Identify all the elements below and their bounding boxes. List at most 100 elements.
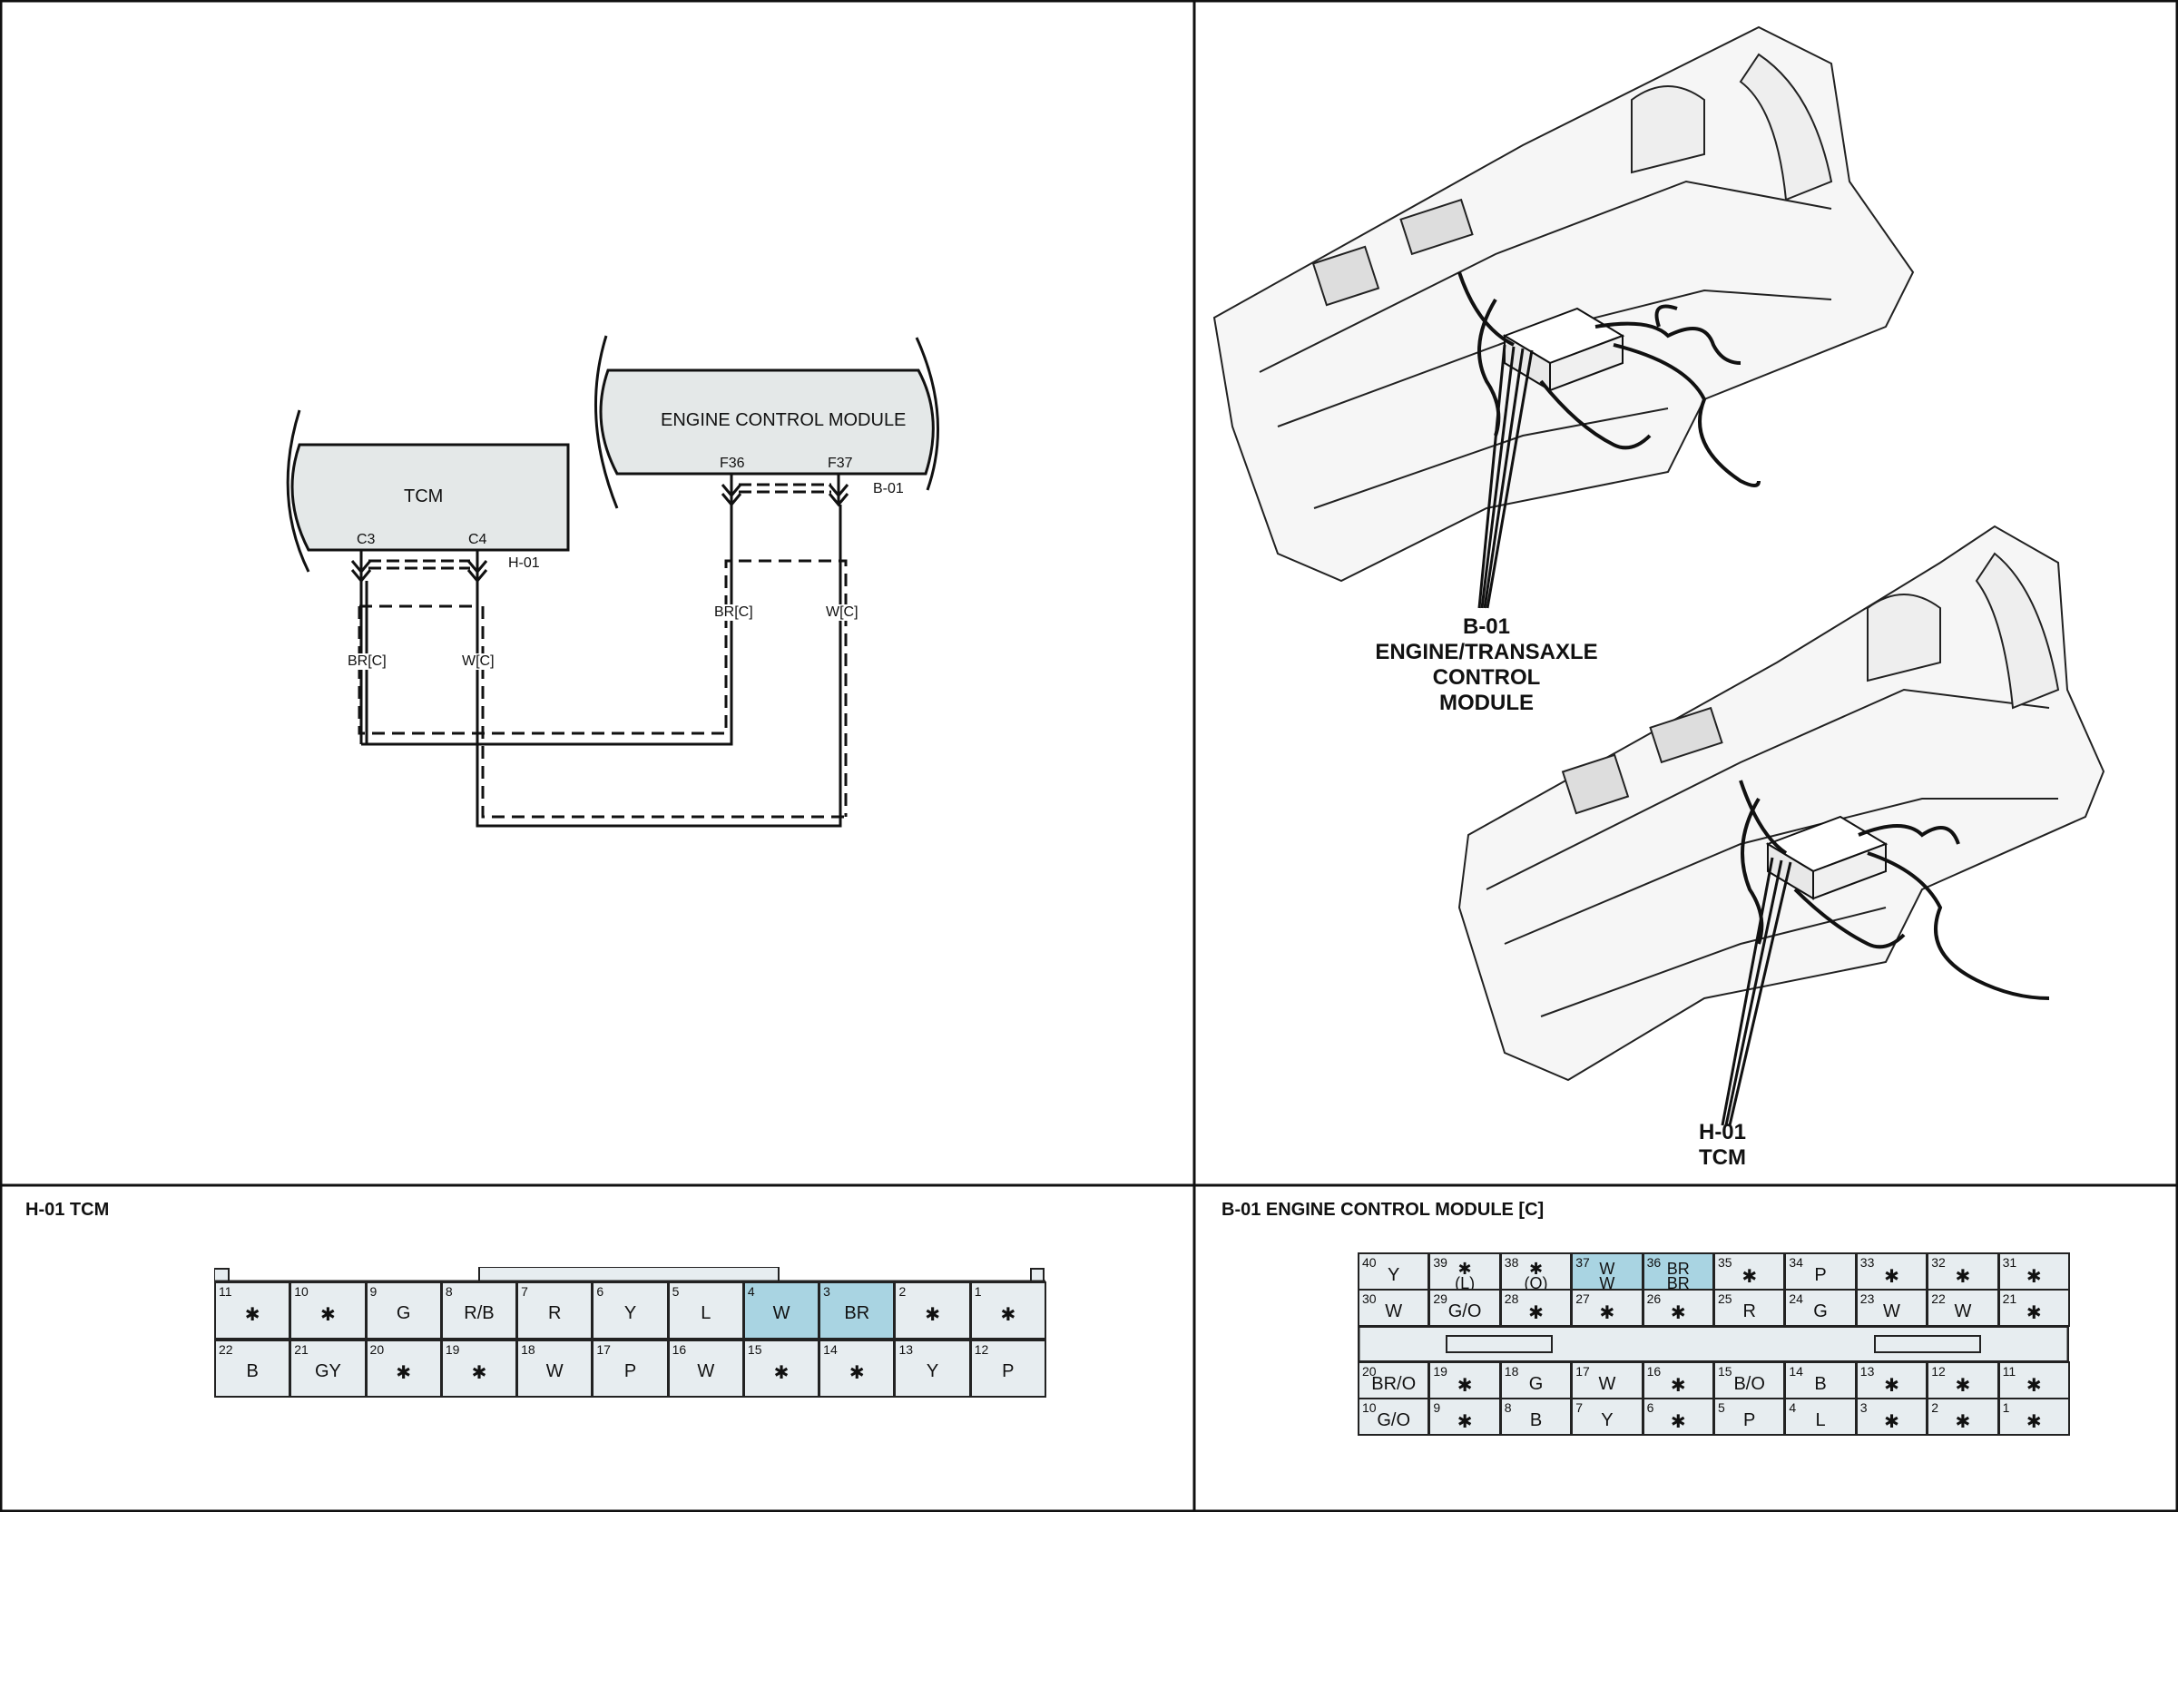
callout-b01: B-01 ENGINE/TRANSAXLE CONTROL MODULE: [1332, 614, 1641, 716]
pin-number: 15: [1718, 1364, 1732, 1379]
pin-number: 2: [1931, 1400, 1938, 1415]
pin-wire-color-secondary: (L): [1455, 1274, 1476, 1292]
connector-pin: 10✱: [289, 1281, 367, 1340]
pin-wire-color: BR: [844, 1303, 870, 1323]
pin-wire-color: ✱: [1528, 1260, 1544, 1278]
pin-wire-color: Y: [1601, 1410, 1614, 1430]
pin-wire-color: ✱: [1670, 1412, 1686, 1432]
pin-number: 9: [1433, 1400, 1441, 1415]
pin-wire-color: R/B: [464, 1303, 495, 1323]
pin-wire-color: G: [396, 1303, 411, 1323]
pin-number: 25: [1718, 1291, 1732, 1306]
pin-number: 18: [521, 1342, 535, 1357]
pin-wire-color: ✱: [320, 1305, 336, 1325]
connector-pin: 20✱: [365, 1340, 442, 1398]
pin-wire-color: ✱: [244, 1305, 260, 1325]
pin-wire-color: BR: [1666, 1260, 1690, 1278]
pin-wire-color: G/O: [1447, 1301, 1482, 1321]
pin-number: 11: [219, 1284, 232, 1299]
wire-label-w-left: W[C]: [462, 653, 495, 670]
pin-number: 39: [1433, 1255, 1447, 1270]
pin-number: 14: [823, 1342, 838, 1357]
wire-w: [476, 505, 842, 828]
pin-wire-color: ✱: [849, 1363, 865, 1383]
callout-b01-line-3: CONTROL: [1432, 665, 1541, 690]
connector-pin: 39 ✱(L): [1428, 1252, 1501, 1292]
pin-number: 29: [1433, 1291, 1447, 1306]
pin-number: 19: [1433, 1364, 1447, 1379]
pin-wire-color: Y: [1388, 1265, 1400, 1285]
callout-b01-line-1: B-01: [1462, 614, 1511, 639]
pin-wire-color: P: [1814, 1265, 1827, 1285]
pin-wire-color: ✱: [471, 1363, 487, 1383]
pin-number: 33: [1859, 1255, 1875, 1270]
ecm-pin-f36: F36: [720, 456, 745, 471]
pin-wire-color: ✱: [773, 1363, 790, 1383]
pin-number: 4: [1789, 1400, 1797, 1415]
pin-wire-color-secondary: W: [1599, 1274, 1615, 1292]
pin-wire-color: ✱: [2026, 1267, 2042, 1287]
pin-number: 16: [672, 1342, 687, 1357]
pin-wire-color: ✱: [1599, 1303, 1615, 1323]
pin-number: 1: [974, 1284, 982, 1299]
pin-number: 21: [294, 1342, 309, 1357]
pin-wire-color: ✱: [1955, 1412, 1971, 1432]
pin-number: 26: [1646, 1291, 1662, 1306]
pin-wire-color: P: [1002, 1361, 1015, 1381]
tcm-pin-c4: C4: [468, 532, 487, 547]
dashboard-upper: [1212, 25, 1915, 583]
pin-number: 5: [1718, 1400, 1725, 1415]
pin-wire-color: L: [701, 1303, 711, 1323]
ecm-connector-title: B-01 ENGINE CONTROL MODULE [C]: [1221, 1200, 1545, 1220]
pin-wire-color: W: [1599, 1260, 1615, 1278]
pin-wire-color: G/O: [1377, 1410, 1411, 1430]
pin-wire-color: ✱: [1955, 1267, 1971, 1287]
pin-wire-color: ✱: [396, 1363, 412, 1383]
pin-number: 37: [1575, 1255, 1590, 1270]
pin-number: 34: [1789, 1255, 1803, 1270]
callout-h01-line-2: TCM: [1699, 1145, 1746, 1170]
connector-pin: 11✱: [1997, 1361, 2070, 1399]
wiring-schematic: TCM ENGINE CONTROL MODULE C3 C4 H-01 F36…: [0, 0, 1194, 1185]
connector-pin: 33✱: [1855, 1252, 1928, 1291]
connector-pin: 26✱: [1642, 1289, 1714, 1327]
pin-wire-color: ✱: [1884, 1412, 1899, 1432]
ecm-connector-symbol: [721, 474, 849, 507]
connector-pin: 31✱: [1997, 1252, 2070, 1291]
pin-wire-color: B: [246, 1361, 259, 1381]
connector-pin: 1✱: [969, 1281, 1046, 1340]
wire-label-br-right: BR[C]: [714, 604, 753, 621]
ecm-label: ENGINE CONTROL MODULE: [661, 410, 907, 430]
pin-wire-color: ✱: [1884, 1376, 1899, 1396]
pin-number: 1: [2002, 1400, 2010, 1415]
pin-wire-color: ✱: [925, 1305, 940, 1325]
pin-wire-color: ✱: [1457, 1260, 1472, 1278]
pin-wire-color: ✱: [1528, 1303, 1544, 1323]
tcm-pin-c3: C3: [357, 532, 376, 547]
pin-number: 32: [1931, 1255, 1946, 1270]
tcm-connector-title: H-01 TCM: [25, 1200, 110, 1220]
connector-pin: 3✱: [1855, 1398, 1928, 1436]
pin-wire-color: B/O: [1733, 1374, 1765, 1394]
connector-pin: 2✱: [1927, 1398, 1999, 1436]
pin-number: 18: [1504, 1364, 1519, 1379]
